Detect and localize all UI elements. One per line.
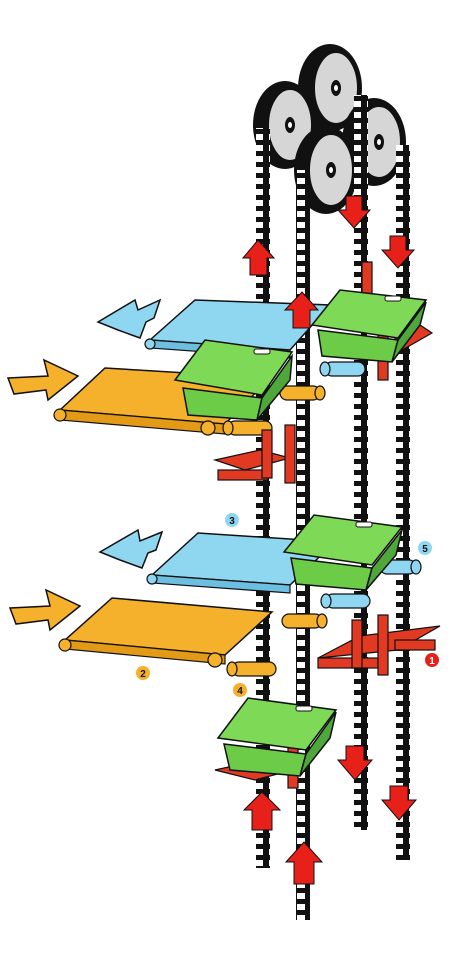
down-arrow-icon	[336, 745, 374, 781]
roller-transfer-upper	[222, 385, 326, 436]
callout-3-label: 3	[229, 516, 235, 527]
down-arrow-icon	[380, 235, 416, 269]
callout-1: 1	[425, 653, 439, 667]
callout-2: 2	[136, 666, 150, 680]
tray-upper-left	[173, 339, 294, 421]
callout-1-marker	[425, 653, 439, 667]
callout-4-label: 4	[237, 686, 243, 697]
roller-transfer-upper-blue	[319, 361, 366, 377]
down-arrow-icon	[336, 195, 372, 229]
up-arrow-icon	[283, 291, 320, 329]
chain-group	[256, 95, 410, 920]
callout-1-label: 1	[429, 656, 435, 667]
callout-5: 5	[418, 541, 432, 555]
callout-4-marker	[233, 683, 247, 697]
up-arrow-icon	[241, 239, 276, 276]
right-arrow-icon	[6, 358, 80, 402]
callout-3-marker	[225, 513, 239, 527]
carrier-frame-lower-right	[317, 614, 441, 676]
up-arrow-icon	[242, 791, 282, 831]
tray-upper-right	[310, 289, 428, 363]
pulley-group	[253, 44, 406, 214]
callout-4: 4	[233, 683, 247, 697]
up-arrow-icon	[284, 841, 324, 885]
callout-2-marker	[136, 666, 150, 680]
carrier-frame-upper-left	[212, 424, 296, 484]
roller-transfer-lower	[226, 613, 328, 677]
left-arrow-icon	[96, 298, 162, 339]
right-arrow-icon	[8, 588, 82, 632]
down-arrow-icon	[380, 785, 418, 821]
conveyor-incoming-lower	[58, 597, 274, 668]
left-arrow-icon	[98, 528, 164, 569]
tray-lower-right	[282, 514, 404, 591]
callout-2-label: 2	[140, 669, 146, 680]
callout-5-label: 5	[422, 544, 428, 555]
direction-arrows	[241, 195, 418, 885]
callout-5-marker	[418, 541, 432, 555]
callout-3: 3	[225, 513, 239, 527]
tray-bottom	[216, 697, 338, 777]
